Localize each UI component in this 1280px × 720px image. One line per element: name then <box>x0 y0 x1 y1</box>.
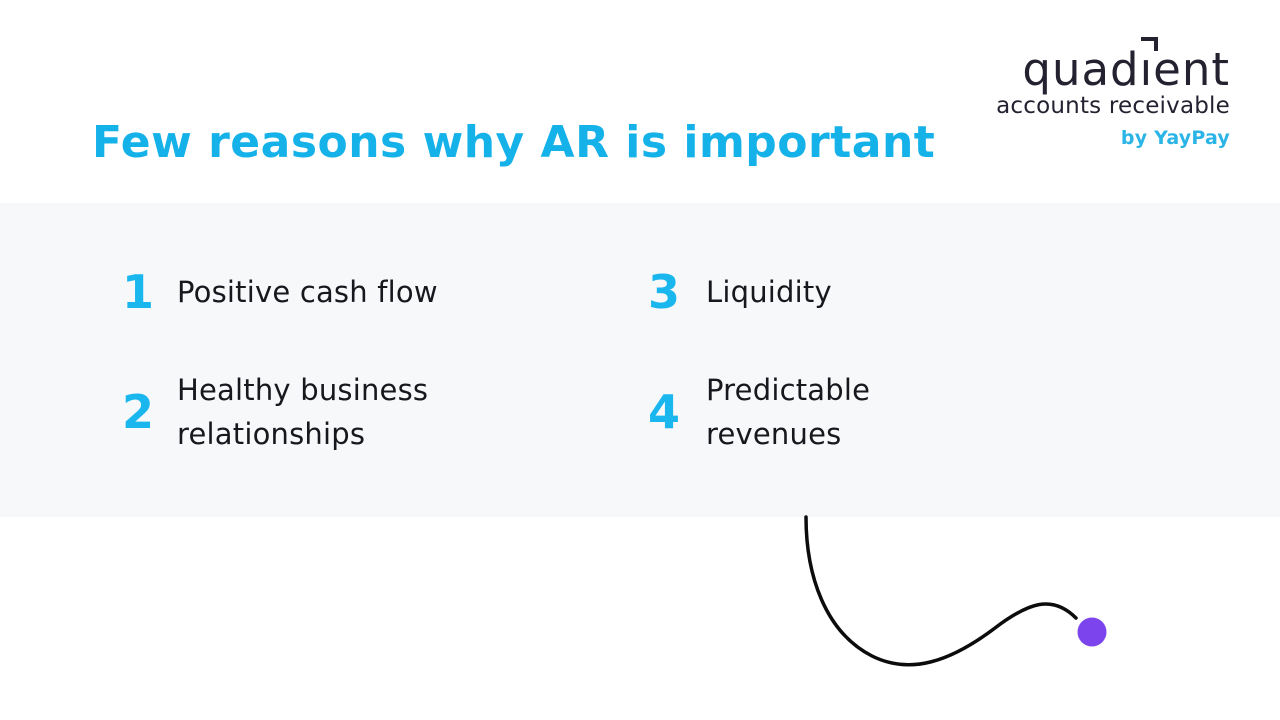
reason-text-line: relationships <box>177 417 366 451</box>
quadient-corner-mark-icon <box>1140 37 1158 51</box>
reason-text: Healthy business relationships <box>177 368 428 456</box>
purple-dot <box>1077 617 1107 647</box>
reason-item-2: 2 Healthy business relationships <box>122 368 428 456</box>
reason-number: 3 <box>648 265 681 319</box>
brand-i-char: ı <box>1139 43 1154 96</box>
curve-line <box>804 515 1078 667</box>
reason-item-4: 4 Predictable revenues <box>648 368 870 456</box>
reason-text: Predictable revenues <box>706 368 870 456</box>
reason-number: 4 <box>648 385 681 439</box>
reason-text-line: Positive cash flow <box>177 275 438 309</box>
logo-byline: by YayPay <box>1120 126 1230 149</box>
reason-number: 1 <box>122 265 155 319</box>
brand-post: ent <box>1153 43 1230 96</box>
reason-item-3: 3 Liquidity <box>648 265 832 319</box>
reason-text: Liquidity <box>706 270 832 314</box>
brand-i: ı <box>1139 37 1158 96</box>
logo-subtitle: accounts receivable <box>996 93 1230 120</box>
reason-item-1: 1 Positive cash flow <box>122 265 438 319</box>
reason-number: 2 <box>122 385 155 439</box>
reason-text-line: Predictable <box>706 373 871 407</box>
reason-text: Positive cash flow <box>177 270 438 314</box>
content-band <box>0 203 1280 517</box>
reason-text-line: Healthy business <box>177 373 429 407</box>
reason-text-line: Liquidity <box>706 275 832 309</box>
reason-text-line: revenues <box>706 417 842 451</box>
brand-pre: quad <box>1022 43 1140 96</box>
page-title: Few reasons why AR is important <box>92 117 936 168</box>
